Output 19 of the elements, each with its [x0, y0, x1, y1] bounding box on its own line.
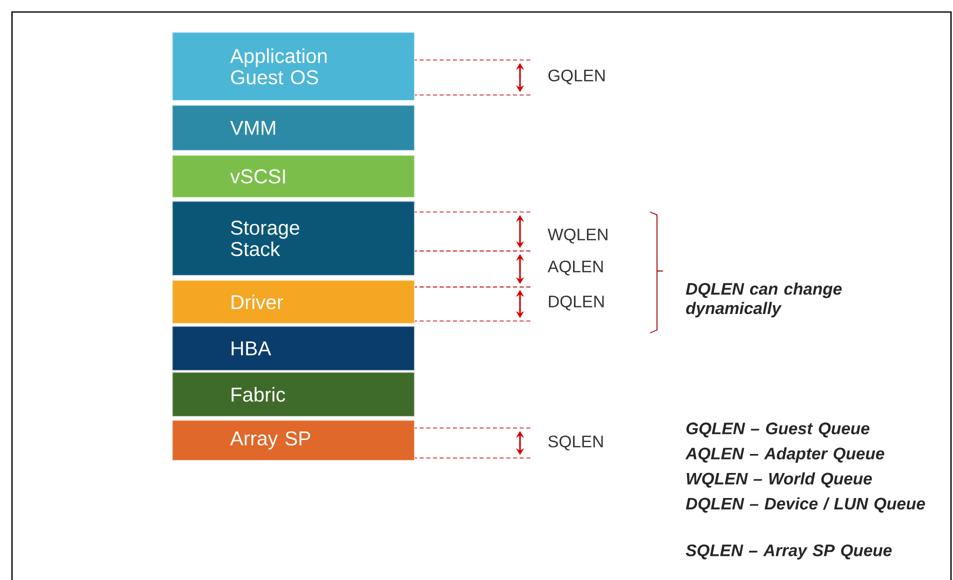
note-text: DQLEN can change dynamically: [686, 282, 842, 318]
layer-box: Storage Stack: [172, 201, 415, 276]
queue-label: SQLEN: [548, 436, 603, 450]
layer-box: Application Guest OS: [172, 32, 415, 101]
queue-label: AQLEN: [548, 260, 603, 276]
note-text: SQLEN – Array SP Queue: [686, 544, 892, 560]
note-text: AQLEN – Adapter Queue: [685, 447, 884, 463]
queue-label: WQLEN: [548, 228, 608, 244]
layer-box: Array SP: [172, 420, 415, 461]
note-text: GQLEN – Guest Queue: [686, 422, 870, 438]
note-text: WQLEN – World Queue: [686, 472, 872, 488]
layer-box: Fabric: [172, 372, 415, 417]
layer-box: vSCSI: [172, 154, 415, 198]
layer-box: Driver: [172, 280, 415, 324]
queue-label: DQLEN: [548, 296, 604, 310]
note-text: DQLEN – Device / LUN Queue: [686, 497, 925, 513]
layer-box: VMM: [172, 105, 415, 151]
layer-box: HBA: [172, 326, 415, 371]
queue-label: GQLEN: [548, 70, 605, 84]
